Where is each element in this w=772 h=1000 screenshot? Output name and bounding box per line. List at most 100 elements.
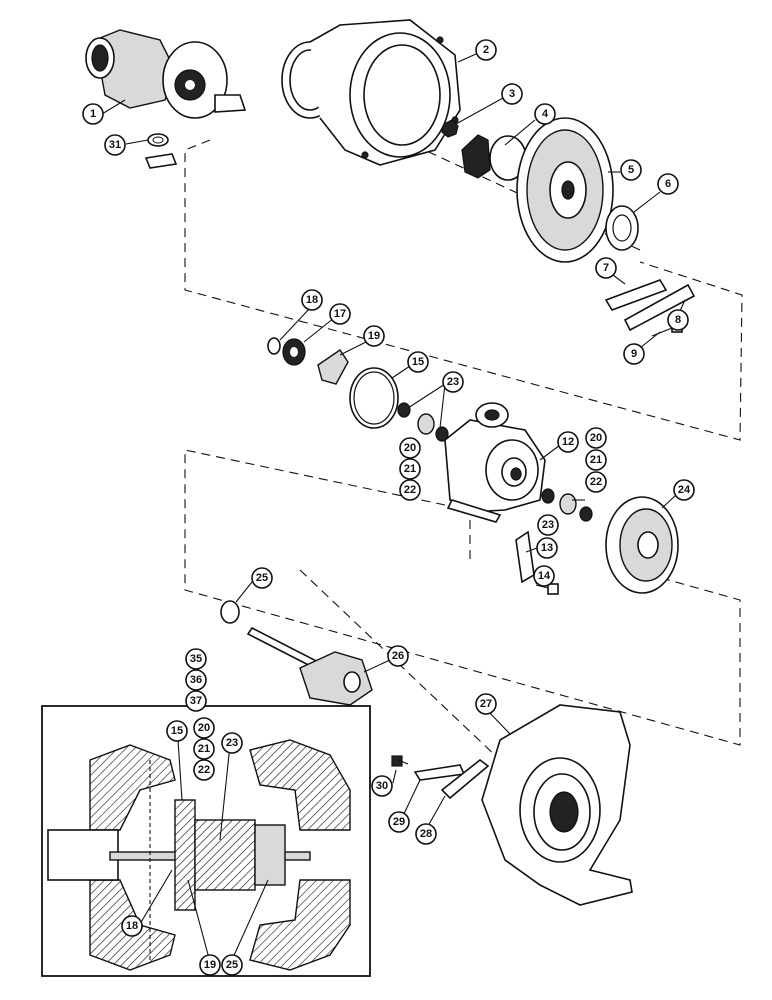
callout-20-right: 20: [585, 427, 607, 449]
callout-37: 37: [185, 690, 207, 712]
clamp-plate-13: [515, 530, 535, 584]
svg-text:9: 9: [631, 348, 637, 360]
compressor-housing: [281, 19, 461, 166]
seal-ring-18: [267, 337, 281, 355]
svg-text:8: 8: [675, 314, 681, 326]
svg-text:18: 18: [306, 294, 318, 306]
gasket-31: [144, 133, 178, 169]
svg-text:12: 12: [562, 436, 574, 448]
callout-35: 35: [185, 648, 207, 670]
callout-8: 8: [667, 309, 689, 331]
turbine-housing: [481, 704, 633, 906]
callout-26: 26: [387, 645, 409, 667]
svg-text:26: 26: [392, 650, 404, 662]
clamp-plate-28: [440, 758, 490, 800]
svg-text:13: 13: [541, 542, 553, 554]
svg-text:14: 14: [538, 570, 551, 582]
clamp-plate-8: [623, 283, 696, 332]
svg-text:31: 31: [109, 139, 121, 151]
svg-text:23: 23: [447, 376, 459, 388]
callout-14: 14: [533, 565, 555, 587]
turbocharger-assembly: [85, 29, 247, 119]
callout-21-section: 21: [193, 738, 215, 760]
svg-text:23: 23: [226, 737, 238, 749]
svg-text:6: 6: [665, 178, 671, 190]
alignment-envelope-upper: [184, 139, 743, 441]
svg-text:2: 2: [483, 44, 489, 56]
svg-text:3: 3: [509, 88, 515, 100]
svg-text:15: 15: [171, 725, 183, 737]
callout-25-section: 25: [221, 954, 243, 976]
callout-21-center: 21: [399, 458, 421, 480]
callout-25: 25: [251, 567, 273, 589]
svg-text:22: 22: [404, 484, 416, 496]
svg-text:20: 20: [404, 442, 416, 454]
callout-19-section: 19: [199, 954, 221, 976]
callout-30: 30: [371, 775, 393, 797]
svg-text:21: 21: [198, 743, 210, 755]
svg-text:7: 7: [603, 262, 609, 274]
callout-23-right: 23: [537, 514, 559, 536]
callout-9: 9: [623, 343, 645, 365]
svg-text:20: 20: [198, 722, 210, 734]
callout-4: 4: [534, 103, 556, 125]
o-ring-15: [349, 367, 399, 429]
svg-text:25: 25: [226, 959, 238, 971]
svg-text:1: 1: [90, 108, 96, 120]
callout-2: 2: [475, 39, 497, 61]
callout-23-center: 23: [442, 371, 464, 393]
svg-text:20: 20: [590, 432, 602, 444]
bearing-23-left: [397, 402, 449, 442]
svg-text:24: 24: [678, 484, 691, 496]
svg-text:19: 19: [204, 959, 216, 971]
callout-7: 7: [595, 257, 617, 279]
callout-18-section: 18: [121, 915, 143, 937]
callout-22-section: 22: [193, 759, 215, 781]
callout-36: 36: [185, 669, 207, 691]
callout-28: 28: [415, 823, 437, 845]
callout-20-center: 20: [399, 437, 421, 459]
callout-29: 29: [388, 811, 410, 833]
callout-13: 13: [536, 537, 558, 559]
svg-text:30: 30: [376, 780, 388, 792]
bolt-30: [391, 755, 409, 767]
leader-lines: [101, 53, 686, 963]
svg-text:25: 25: [256, 572, 268, 584]
bearing-23-right: [541, 488, 593, 522]
svg-text:4: 4: [542, 108, 549, 120]
callout-20-section: 20: [193, 717, 215, 739]
svg-text:21: 21: [590, 454, 602, 466]
svg-text:19: 19: [368, 330, 380, 342]
callout-18: 18: [301, 289, 323, 311]
svg-text:29: 29: [393, 816, 405, 828]
callout-22-center: 22: [399, 479, 421, 501]
svg-text:17: 17: [334, 308, 346, 320]
lock-ring: [605, 205, 639, 251]
svg-text:15: 15: [412, 356, 424, 368]
svg-text:27: 27: [480, 698, 492, 710]
turbine-wheel-shaft: [246, 626, 373, 706]
thrust-bearing-19: [317, 349, 349, 385]
callout-22-right: 22: [585, 471, 607, 493]
svg-text:36: 36: [190, 674, 202, 686]
retaining-ring-25: [220, 600, 240, 624]
center-housing: [444, 402, 546, 523]
callout-3: 3: [501, 83, 523, 105]
bolt-14: [535, 583, 559, 595]
svg-text:22: 22: [590, 476, 602, 488]
callout-19: 19: [363, 325, 385, 347]
compressor-backplate: [516, 117, 614, 263]
svg-text:23: 23: [542, 519, 554, 531]
callout-17: 17: [329, 303, 351, 325]
heat-shield: [605, 496, 679, 594]
svg-text:22: 22: [198, 764, 210, 776]
alignment-envelope-lower: [184, 449, 741, 746]
compressor-wheel: [461, 134, 527, 181]
svg-text:37: 37: [190, 695, 202, 707]
callout-27: 27: [475, 693, 497, 715]
thrust-collar-17: [282, 338, 306, 366]
svg-text:18: 18: [126, 920, 138, 932]
callout-21-right: 21: [585, 449, 607, 471]
callout-1: 1: [82, 103, 104, 125]
callout-24: 24: [673, 479, 695, 501]
